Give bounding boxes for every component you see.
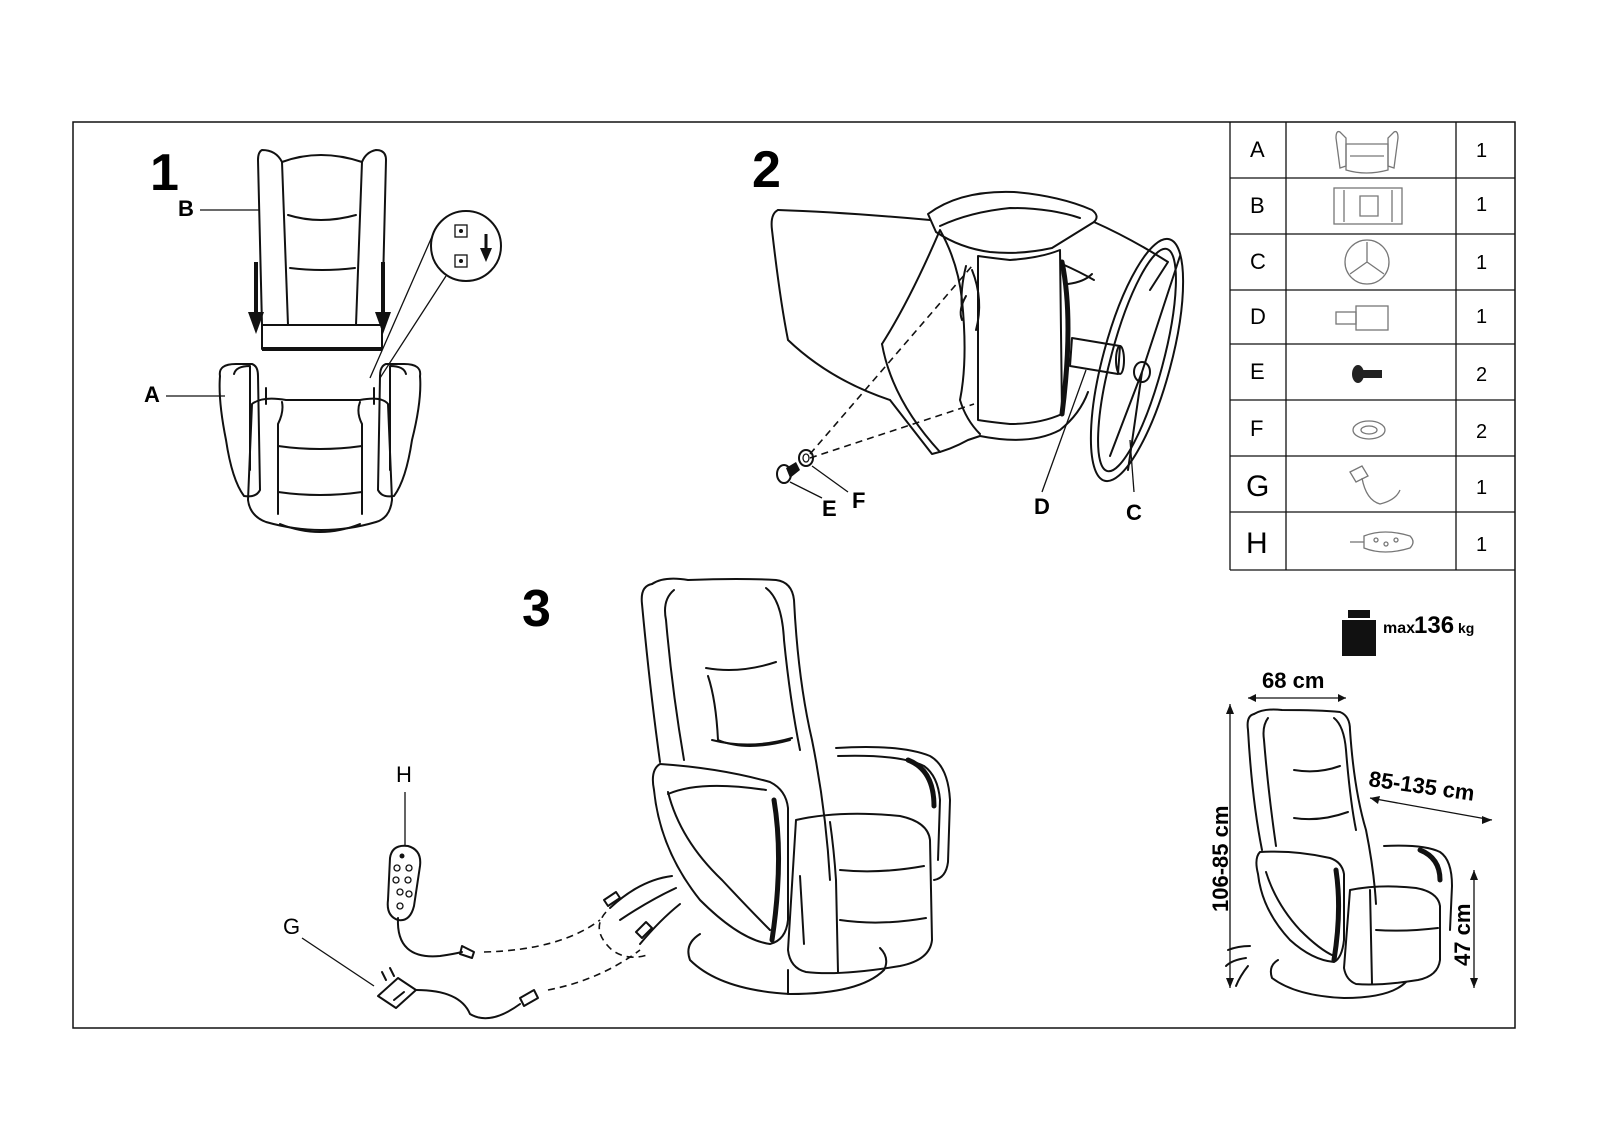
- tipped-chair-illustration: [770, 190, 1169, 455]
- step-3-panel: 3: [283, 577, 951, 1020]
- part-qty-g: 1: [1476, 477, 1487, 499]
- dimension-drawing: 68 cm 106-85 cm 85-135 cm 47 cm: [1208, 668, 1493, 999]
- power-adapter-illustration: [377, 967, 417, 1009]
- part-letter-b: B: [1250, 193, 1265, 218]
- assembled-chair-illustration: [640, 577, 951, 995]
- label-f: F: [852, 488, 865, 513]
- label-b: B: [178, 196, 194, 221]
- washer-icon: [1352, 420, 1386, 440]
- backrest-icon: [1333, 187, 1403, 225]
- washer-illustration: [798, 449, 814, 467]
- part-qty-h: 1: [1476, 534, 1487, 556]
- part-qty-b: 1: [1476, 194, 1487, 216]
- part-qty-d: 1: [1476, 306, 1487, 328]
- max-load-value: 136: [1414, 612, 1454, 639]
- step-3-number: 3: [522, 580, 551, 638]
- down-arrow-icon: [248, 262, 264, 334]
- label-a: A: [144, 382, 160, 407]
- dimension-chair-illustration: [1225, 708, 1453, 999]
- label-e: E: [822, 496, 837, 521]
- part-letter-h: H: [1246, 527, 1268, 560]
- max-load-prefix: max.: [1383, 620, 1419, 637]
- step-2-panel: 2: [752, 141, 1185, 525]
- dim-width: 68 cm: [1262, 668, 1324, 693]
- step-1-panel: 1: [144, 144, 502, 533]
- connector-tube-illustration: [1069, 337, 1125, 375]
- step-1-number: 1: [150, 144, 179, 202]
- connector-tube-icon: [1335, 305, 1389, 331]
- swivel-base-illustration: [1089, 237, 1185, 483]
- part-letter-a: A: [1250, 137, 1265, 162]
- part-letter-f: F: [1250, 416, 1263, 441]
- part-letter-g: G: [1246, 470, 1269, 503]
- sheet-frame: [72, 121, 1516, 1029]
- down-arrow-icon: [375, 262, 391, 334]
- label-h: H: [396, 762, 412, 787]
- part-letter-c: C: [1250, 249, 1266, 274]
- part-qty-e: 2: [1476, 364, 1487, 386]
- detail-callout: [369, 210, 502, 379]
- part-letter-d: D: [1250, 304, 1266, 329]
- dim-seat-height: 47 cm: [1450, 904, 1475, 966]
- weight-icon: [1342, 610, 1376, 656]
- parts-table: A 1 B 1 C 1 D 1 E 2 F 2 G 1 H 1: [1229, 122, 1515, 571]
- seat-base-icon: [1335, 130, 1399, 174]
- part-qty-a: 1: [1476, 140, 1487, 162]
- label-c: C: [1126, 500, 1142, 525]
- label-g: G: [283, 914, 300, 939]
- bolt-icon: [1352, 365, 1382, 383]
- step-2-number: 2: [752, 141, 781, 199]
- backrest-illustration: [257, 149, 387, 351]
- part-qty-f: 2: [1476, 421, 1487, 443]
- swivel-base-icon: [1344, 239, 1390, 285]
- remote-control-illustration: [386, 844, 422, 922]
- max-load-unit: kg: [1458, 620, 1474, 636]
- dim-height: 106-85 cm: [1208, 806, 1233, 912]
- bolt-illustration: [776, 462, 800, 484]
- label-d: D: [1034, 494, 1050, 519]
- max-load-badge: max. 136 kg: [1342, 610, 1474, 656]
- power-adapter-icon: [1349, 465, 1401, 505]
- part-letter-e: E: [1250, 359, 1265, 384]
- remote-control-icon: [1350, 531, 1414, 553]
- part-qty-c: 1: [1476, 252, 1487, 274]
- seat-base-illustration: [218, 363, 422, 533]
